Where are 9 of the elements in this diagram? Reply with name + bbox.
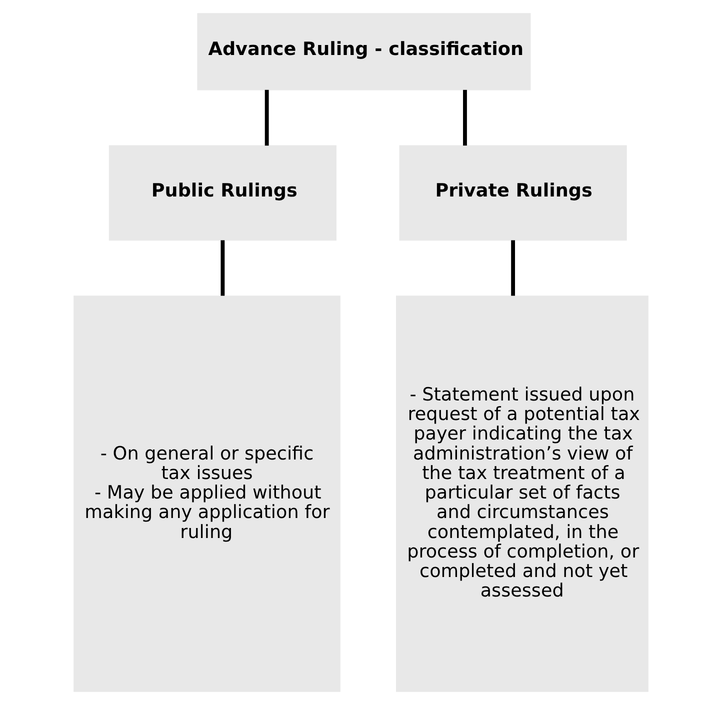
connector: [264, 90, 268, 146]
node-box: - On general or specific tax issues - May be applied without making any application for ruling: [73, 296, 340, 692]
node-box: - Statement issued upon request of a potential tax payer indicating the tax administration’s view of the tax treatment of a particular set of facts and circumstances contemplated, in the process of completion, or completed and not yet assessed: [395, 296, 648, 692]
node-box: Public Rulings: [108, 145, 336, 241]
connector: [510, 240, 515, 296]
node-box: Private Rulings: [398, 145, 626, 241]
connector: [462, 90, 466, 146]
node-box: Advance Ruling - classification: [196, 13, 530, 90]
connector: [220, 240, 224, 296]
